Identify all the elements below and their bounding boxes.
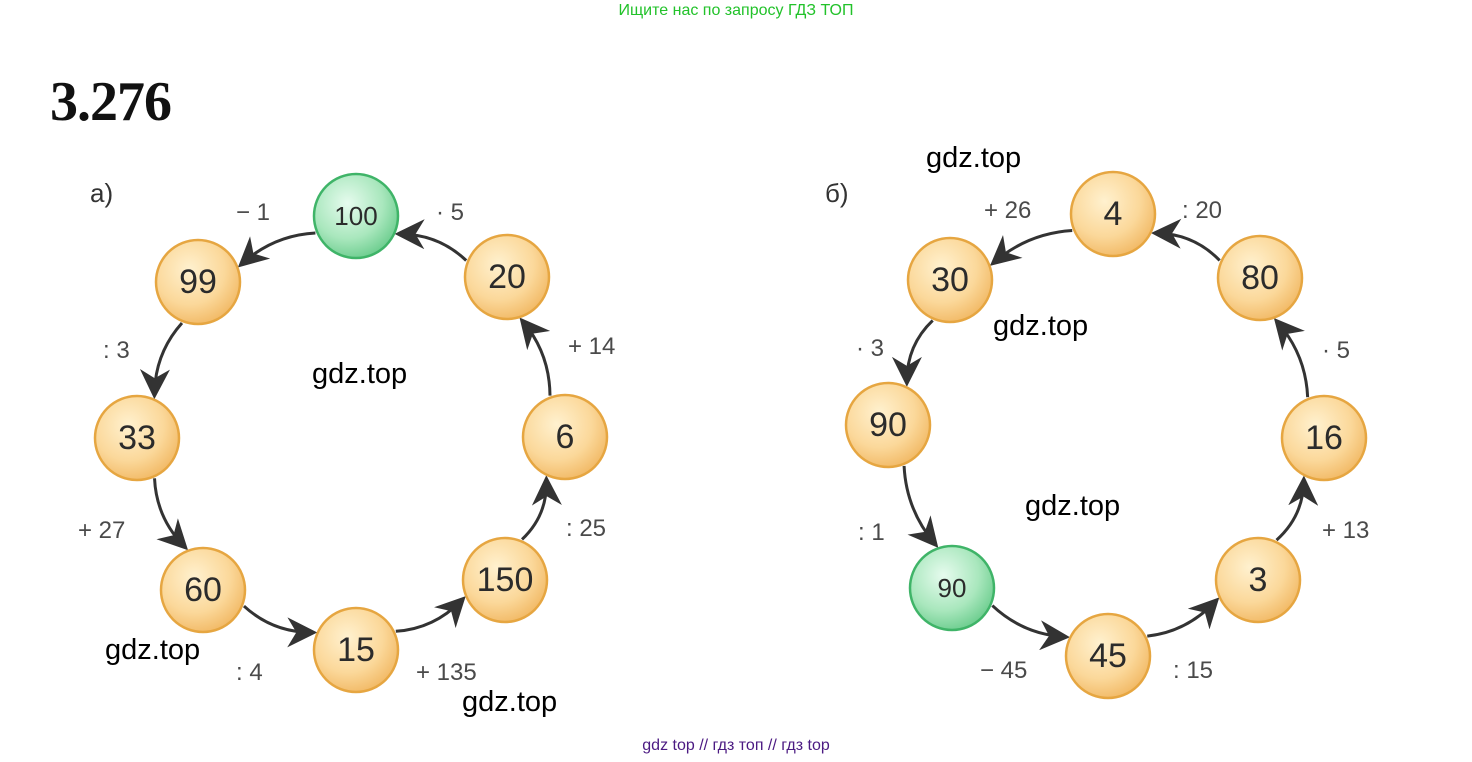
node-circle: [1216, 234, 1304, 322]
diagram-b: 4 30 90 90 45 3 16 80 + 26 · 3 : 1 − 45 : 15 + 13 · 5:…: [844, 170, 1369, 700]
operation-label: : 25: [566, 515, 606, 542]
cycle-arrow: [1275, 475, 1319, 542]
node-value: 3: [1249, 561, 1268, 599]
cycle-arrow: [237, 231, 316, 268]
number-node: 33: [93, 394, 181, 482]
cycle-arrow: [1273, 318, 1310, 398]
cycle-arrow: [139, 321, 184, 400]
cycle-arrow: [902, 465, 939, 548]
number-node: 60: [159, 546, 247, 634]
cycle-arrow: [242, 604, 318, 648]
start-node: 90: [908, 544, 996, 632]
number-node: 80: [1216, 234, 1304, 322]
cycle-arrow: [394, 219, 468, 262]
operation-label: : 20: [1182, 197, 1222, 224]
number-node: 20: [463, 233, 551, 321]
part-label-b: б): [825, 178, 849, 208]
node-circle: [463, 233, 551, 321]
node-circle: [159, 546, 247, 634]
node-circle: [154, 238, 242, 326]
node-value: 90: [869, 406, 907, 444]
node-value: 80: [1241, 259, 1279, 297]
cycle-arrow: [520, 475, 562, 541]
operation-label: − 1: [236, 199, 270, 226]
node-circle: [93, 394, 181, 482]
watermark: gdz.top: [105, 634, 201, 666]
number-node: 15: [312, 606, 400, 694]
cycle-arrow: [1147, 597, 1220, 638]
node-circle: [521, 393, 609, 481]
operation-label: · 5: [1322, 337, 1350, 364]
number-node: 150: [461, 536, 549, 624]
start-node: 100: [312, 172, 400, 260]
operation-label: : 15: [1173, 657, 1213, 684]
operation-label: + 26: [984, 197, 1031, 224]
operation-label: · 5: [436, 199, 464, 226]
node-value: 30: [931, 261, 969, 299]
operation-label: : 3: [103, 337, 130, 364]
node-value: 90: [938, 573, 967, 603]
node-value: 16: [1305, 419, 1343, 457]
node-circle: [1069, 170, 1157, 258]
number-node: 3: [1214, 536, 1302, 624]
node-circle: [906, 236, 994, 324]
number-node: 6: [521, 393, 609, 481]
part-label-a: а): [90, 178, 113, 208]
operation-label: : 4: [236, 659, 263, 686]
operation-label: + 13: [1322, 517, 1369, 544]
node-circle: [844, 381, 932, 469]
diagram-a: 100 99 33 60 15 150 6 20 − 1 : 3 + 27 : 4 + 135 : 25 +…: [78, 172, 615, 694]
node-value: 100: [334, 201, 377, 231]
number-node: 90: [844, 381, 932, 469]
watermark: gdz.top: [312, 358, 408, 390]
cycle-arrow: [395, 596, 466, 633]
node-circle: [908, 544, 996, 632]
watermark: gdz.top: [993, 310, 1089, 342]
node-circle: [1280, 394, 1368, 482]
node-value: 15: [337, 631, 375, 669]
footer-links: gdz top // гдз топ // гдз top: [642, 737, 830, 754]
cycle-arrow: [1151, 218, 1221, 262]
cycle-arrow: [153, 478, 189, 551]
watermark: gdz.top: [1025, 490, 1121, 522]
number-node: 30: [906, 236, 994, 324]
node-value: 20: [488, 258, 526, 296]
number-node: 45: [1064, 612, 1152, 700]
watermark: gdz.top: [926, 142, 1022, 174]
node-value: 6: [556, 418, 575, 456]
cycle-arrow: [519, 317, 552, 396]
number-node: 16: [1280, 394, 1368, 482]
cycle-arrow: [991, 604, 1070, 651]
problem-number: 3.276: [50, 71, 172, 133]
node-circle: [461, 536, 549, 624]
operation-label: : 1: [858, 519, 885, 546]
cycle-arrow: [989, 229, 1073, 266]
search-banner: Ищите нас по запросу ГДЗ ТОП: [618, 2, 854, 19]
node-value: 99: [179, 263, 217, 301]
node-circle: [312, 172, 400, 260]
node-value: 45: [1089, 637, 1127, 675]
node-value: 150: [477, 561, 534, 599]
number-node: 4: [1069, 170, 1157, 258]
node-circle: [1214, 536, 1302, 624]
operation-label: + 135: [416, 659, 477, 686]
operation-label: · 3: [856, 335, 884, 362]
node-value: 33: [118, 419, 156, 457]
operation-label: + 14: [568, 333, 615, 360]
watermark: gdz.top: [462, 686, 558, 718]
cycle-arrow: [891, 319, 934, 387]
node-circle: [1064, 612, 1152, 700]
node-value: 60: [184, 571, 222, 609]
node-circle: [312, 606, 400, 694]
node-value: 4: [1104, 195, 1123, 233]
operation-label: − 45: [980, 657, 1027, 684]
operation-label: + 27: [78, 517, 125, 544]
number-node: 99: [154, 238, 242, 326]
